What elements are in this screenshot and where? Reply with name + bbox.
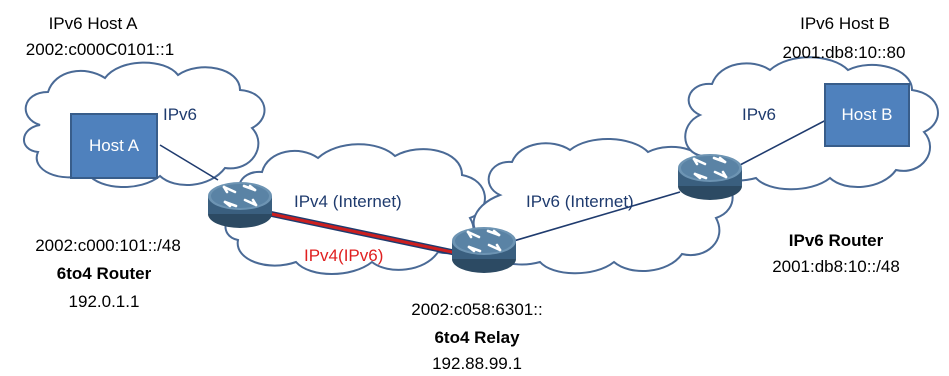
cloud-ipv6-internet [472, 138, 734, 275]
host-a-box: Host A [70, 113, 158, 179]
host-b-title: IPv6 Host B [800, 14, 890, 33]
host-b-address: 2001:db8:10::80 [782, 43, 906, 62]
link-router-hostb [739, 117, 831, 166]
cloud-ipv4-label: IPv4 (Internet) [294, 192, 402, 211]
cloud-right-label: IPv6 [742, 105, 777, 124]
router-icon-6to4-router [206, 180, 274, 230]
host-a-address: 2002:c000C0101::1 [25, 40, 175, 59]
sixto4-router-name: 6to4 Router [56, 264, 152, 283]
link-tunnel-inner [261, 210, 467, 257]
sixto4-router-ipv4: 192.0.1.1 [68, 292, 140, 311]
cloud-left-label: IPv6 [163, 105, 198, 124]
host-a-title: IPv6 Host A [48, 14, 138, 33]
router-icon-ipv6-router [676, 152, 744, 202]
router-icon-6to4-relay [450, 225, 518, 275]
sixto4-relay-prefix: 2002:c058:6301:: [411, 300, 543, 319]
sixto4-router-prefix: 2002:c000:101::/48 [35, 236, 181, 255]
sixto4-relay-ipv4: 192.88.99.1 [432, 354, 522, 373]
ipv6-router-prefix: 2001:db8:10::/48 [772, 257, 900, 276]
link-relay-ipv6router [499, 191, 681, 246]
cloud-ipv6-internet-label: IPv6 (Internet) [526, 192, 634, 211]
host-b-box-label: Host B [841, 105, 893, 124]
host-b-box: Host B [824, 83, 910, 147]
ipv6-router-name: IPv6 Router [788, 231, 884, 250]
tunnel-label-prefix: IPv4 [304, 246, 339, 265]
host-a-box-label: Host A [88, 136, 140, 155]
cloud-ipv4-internet [224, 143, 486, 275]
link-hosta-router [159, 144, 219, 181]
tunnel-label-suffix: (IPv6) [338, 246, 384, 265]
tunnel-label: IPv4(IPv6) [304, 246, 383, 266]
sixto4-relay-name: 6to4 Relay [434, 328, 520, 347]
